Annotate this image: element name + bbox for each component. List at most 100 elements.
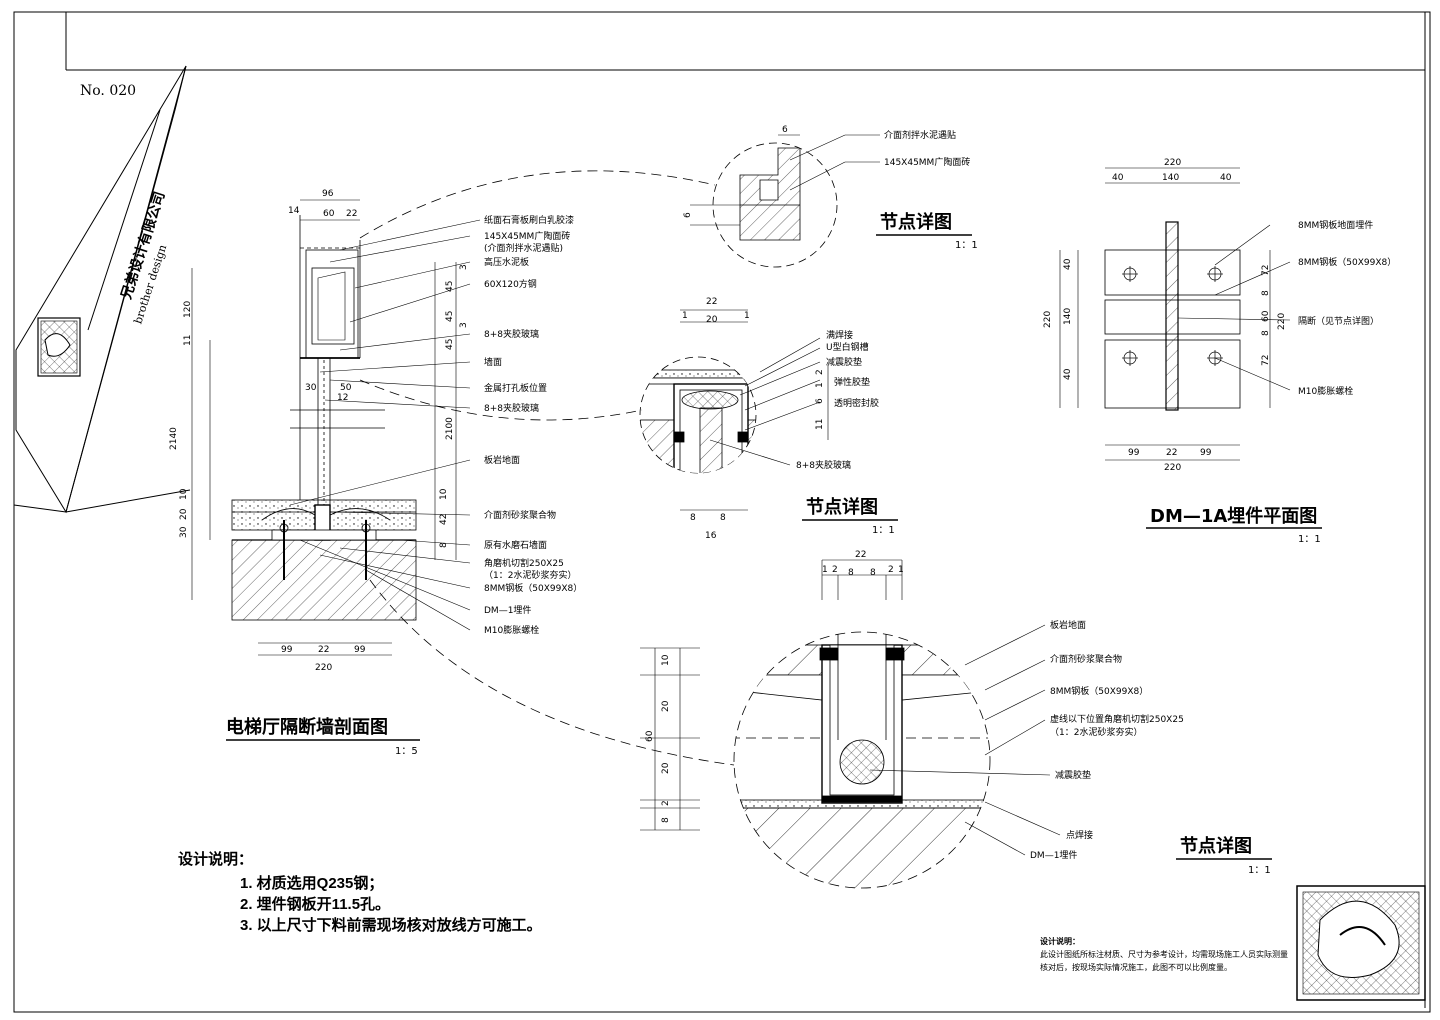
svg-text:介面剂砂浆聚合物: 介面剂砂浆聚合物 bbox=[484, 509, 556, 521]
svg-text:40: 40 bbox=[1063, 368, 1073, 380]
section-scale: 1：5 bbox=[395, 746, 418, 757]
svg-text:原有水磨石墙面: 原有水磨石墙面 bbox=[484, 539, 547, 551]
svg-text:72: 72 bbox=[1261, 355, 1271, 366]
svg-text:20: 20 bbox=[661, 762, 671, 774]
svg-text:2: 2 bbox=[661, 800, 671, 806]
svg-text:16: 16 bbox=[705, 531, 717, 541]
svg-text:40: 40 bbox=[1112, 173, 1124, 183]
svg-text:3: 3 bbox=[459, 264, 469, 270]
detail-mid-title: 节点详图 bbox=[806, 496, 878, 518]
svg-text:30: 30 bbox=[179, 526, 189, 538]
svg-text:20: 20 bbox=[179, 508, 189, 520]
svg-text:(介面剂拌水泥遇贴): (介面剂拌水泥遇贴) bbox=[484, 242, 563, 254]
svg-text:8: 8 bbox=[1261, 290, 1271, 296]
svg-text:8: 8 bbox=[870, 568, 876, 578]
plan-dims: 220 40 140 40 220 40 140 40 72 8 60 8 72… bbox=[1043, 158, 1287, 473]
svg-text:60X120方钢: 60X120方钢 bbox=[484, 278, 537, 290]
svg-text:2: 2 bbox=[888, 565, 894, 575]
svg-text:8MM钢板地面埋件: 8MM钢板地面埋件 bbox=[1298, 219, 1373, 231]
svg-text:8+8夹胶玻璃: 8+8夹胶玻璃 bbox=[796, 459, 851, 471]
svg-text:3: 3 bbox=[459, 322, 469, 328]
svg-text:介面剂砂浆聚合物: 介面剂砂浆聚合物 bbox=[1050, 653, 1122, 665]
svg-text:8: 8 bbox=[690, 513, 696, 523]
svg-text:10: 10 bbox=[439, 488, 449, 500]
logo-stamp-left bbox=[37, 317, 81, 377]
section-drawing bbox=[191, 199, 481, 656]
plan-scale: 1：1 bbox=[1298, 534, 1321, 545]
svg-text:M10膨胀螺栓: M10膨胀螺栓 bbox=[1298, 385, 1353, 397]
section-labels: 纸面石膏板刷白乳胶漆 145X45MM广陶面砖 (介面剂拌水泥遇贴) 高压水泥板… bbox=[484, 214, 582, 636]
svg-text:纸面石膏板刷白乳胶漆: 纸面石膏板刷白乳胶漆 bbox=[484, 214, 574, 226]
svg-text:DM—1埋件: DM—1埋件 bbox=[1030, 849, 1077, 861]
svg-text:22: 22 bbox=[318, 645, 329, 655]
svg-text:2100: 2100 bbox=[445, 417, 455, 440]
svg-text:8: 8 bbox=[661, 817, 671, 823]
svg-text:8: 8 bbox=[1261, 330, 1271, 336]
svg-text:金属打孔板位置: 金属打孔板位置 bbox=[484, 382, 547, 394]
svg-text:14: 14 bbox=[288, 206, 300, 216]
callout-arcs bbox=[359, 170, 735, 766]
detail-big-drawing: 22 1 2 8 8 2 1 60 10 20 20 2 8 板岩地面 介面剂砂… bbox=[640, 550, 1184, 889]
fine-print: 设计说明： 此设计图纸所标注材质、尺寸为参考设计，均需现场施工人员实际测量核对后… bbox=[1040, 935, 1290, 974]
svg-text:22: 22 bbox=[1166, 448, 1177, 458]
svg-text:2: 2 bbox=[832, 565, 838, 575]
svg-text:40: 40 bbox=[1063, 258, 1073, 270]
svg-text:30: 30 bbox=[305, 383, 317, 393]
svg-text:220: 220 bbox=[1164, 463, 1181, 473]
section-dims: 96 14 60 22 99 22 99 220 120 11 2140 10 … bbox=[169, 189, 469, 673]
plan-title: DM—1A埋件平面图 bbox=[1150, 505, 1317, 527]
fine-print-heading: 设计说明： bbox=[1040, 937, 1080, 946]
svg-text:高压水泥板: 高压水泥板 bbox=[484, 256, 529, 268]
detail-big-title: 节点详图 bbox=[1180, 835, 1252, 857]
detail-big-scale: 1：1 bbox=[1248, 865, 1271, 876]
svg-text:45: 45 bbox=[445, 339, 455, 350]
svg-text:板岩地面: 板岩地面 bbox=[484, 454, 520, 466]
svg-text:1: 1 bbox=[815, 382, 825, 388]
svg-text:8MM钢板（50X99X8）: 8MM钢板（50X99X8） bbox=[1050, 685, 1148, 697]
detail-mid-drawing: 22 1 20 1 2 1 6 11 8 8 16 满焊接 U型白钢槽 减震胶垫… bbox=[639, 297, 879, 541]
detail-mid-scale: 1：1 bbox=[872, 525, 895, 536]
svg-text:1: 1 bbox=[682, 311, 688, 321]
svg-text:11: 11 bbox=[815, 419, 825, 430]
fine-print-body: 此设计图纸所标注材质、尺寸为参考设计，均需现场施工人员实际测量核对后，按现场实际… bbox=[1040, 950, 1288, 972]
logo-stamp-right bbox=[1296, 885, 1426, 1001]
svg-text:8+8夹胶玻璃: 8+8夹胶玻璃 bbox=[484, 328, 539, 340]
svg-text:96: 96 bbox=[322, 189, 334, 199]
svg-text:减震胶垫: 减震胶垫 bbox=[826, 356, 862, 368]
svg-text:8MM钢板（50X99X8）: 8MM钢板（50X99X8） bbox=[484, 582, 582, 594]
svg-text:99: 99 bbox=[1128, 448, 1140, 458]
svg-text:99: 99 bbox=[354, 645, 366, 655]
svg-text:（1：2水泥砂浆夯实）: （1：2水泥砂浆夯实） bbox=[484, 569, 576, 581]
svg-text:20: 20 bbox=[706, 315, 718, 325]
svg-text:6: 6 bbox=[815, 398, 825, 404]
svg-text:隔断（见节点详图）: 隔断（见节点详图） bbox=[1298, 315, 1379, 327]
detail-top-drawing: 6 6 介面剂拌水泥遇贴 145X45MM广陶面砖 bbox=[683, 125, 970, 268]
svg-text:8MM钢板（50X99X8）: 8MM钢板（50X99X8） bbox=[1298, 256, 1396, 268]
svg-text:12: 12 bbox=[337, 393, 348, 403]
svg-text:板岩地面: 板岩地面 bbox=[1050, 619, 1086, 631]
notes-item: 2. 埋件钢板开11.5孔。 bbox=[240, 896, 391, 913]
svg-text:满焊接: 满焊接 bbox=[826, 329, 853, 341]
notes-item: 1. 材质选用Q235钢； bbox=[240, 875, 384, 892]
svg-text:10: 10 bbox=[179, 488, 189, 500]
svg-text:220: 220 bbox=[315, 663, 332, 673]
svg-text:2: 2 bbox=[815, 369, 825, 375]
svg-text:M10膨胀螺栓: M10膨胀螺栓 bbox=[484, 624, 539, 636]
svg-text:50: 50 bbox=[340, 383, 352, 393]
notes-item: 3. 以上尺寸下料前需现场核对放线方可施工。 bbox=[240, 917, 542, 934]
notes-heading: 设计说明： bbox=[178, 851, 254, 868]
svg-text:220: 220 bbox=[1277, 313, 1287, 330]
svg-text:145X45MM广陶面砖: 145X45MM广陶面砖 bbox=[484, 230, 570, 242]
svg-text:弹性胶垫: 弹性胶垫 bbox=[834, 376, 870, 388]
svg-text:60: 60 bbox=[323, 209, 335, 219]
svg-text:8: 8 bbox=[439, 542, 449, 548]
svg-text:60: 60 bbox=[645, 730, 655, 742]
svg-text:22: 22 bbox=[346, 209, 357, 219]
svg-text:120: 120 bbox=[183, 301, 193, 318]
svg-text:60: 60 bbox=[1261, 310, 1271, 322]
svg-text:8: 8 bbox=[720, 513, 726, 523]
svg-text:45: 45 bbox=[445, 281, 455, 292]
svg-text:10: 10 bbox=[661, 654, 671, 666]
svg-text:6: 6 bbox=[782, 125, 788, 135]
